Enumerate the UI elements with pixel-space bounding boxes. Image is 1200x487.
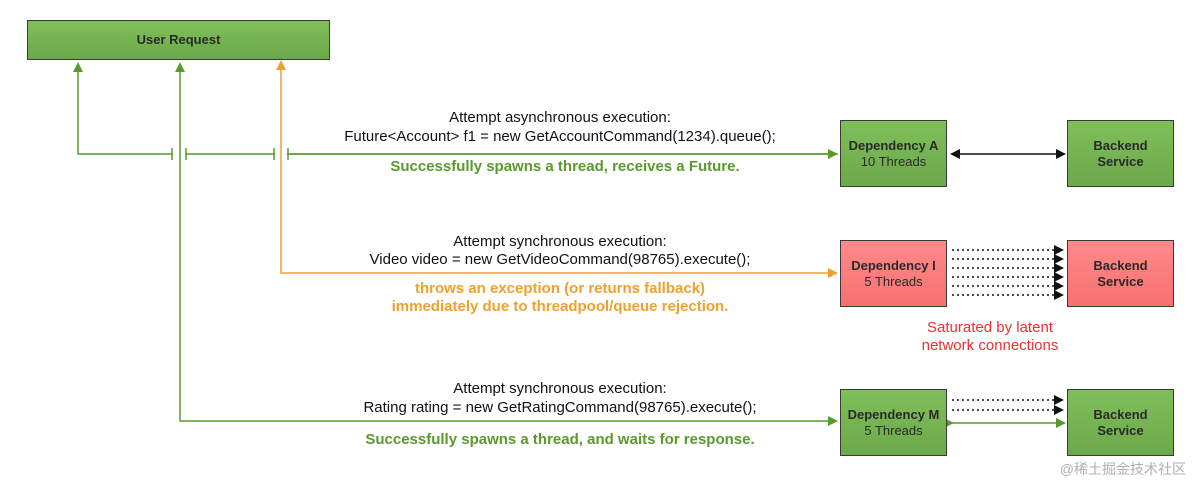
dependency-a-name: Dependency A (848, 137, 939, 153)
dependency-i-box: Dependency I 5 Threads (840, 240, 947, 307)
dependency-i-threads: 5 Threads (864, 273, 923, 289)
row-a-result: Successfully spawns a thread, receives a… (390, 158, 740, 175)
dependency-i-name: Dependency I (851, 257, 936, 273)
row-m-line1: Attempt synchronous execution: (453, 380, 667, 397)
dependency-a-threads: 10 Threads (860, 153, 927, 169)
dependency-a-box: Dependency A 10 Threads (840, 120, 947, 187)
dependency-m-name: Dependency M (847, 406, 940, 422)
row-m-line2: Rating rating = new GetRatingCommand(987… (363, 399, 757, 416)
dependency-m-threads: 5 Threads (864, 422, 923, 438)
row-a-line1: Attempt asynchronous execution: (449, 109, 671, 126)
saturated-note-1: Saturated by latent (927, 319, 1053, 336)
row-i-arrow (280, 64, 838, 278)
user-request-box: User Request (27, 20, 330, 60)
row-i-result-1: throws an exception (or returns fallback… (414, 280, 706, 297)
dependency-m-box: Dependency M 5 Threads (840, 389, 947, 456)
row-m-result: Successfully spawns a thread, and waits … (365, 431, 755, 448)
row-m-arrow (179, 64, 838, 426)
row-i-result-2: immediately due to threadpool/queue reje… (391, 298, 729, 315)
dep-m-arrows (952, 395, 1064, 415)
row-a-line2: Future<Account> f1 = new GetAccountComma… (344, 128, 776, 145)
saturated-note-2: network connections (921, 337, 1059, 354)
backend-service-a-box: Backend Service (1067, 120, 1174, 187)
watermark: @稀土掘金技术社区 (1059, 461, 1186, 477)
row-i-line1: Attempt synchronous execution: (453, 233, 667, 250)
backend-service-i-box: Backend Service (1067, 240, 1174, 307)
dep-i-saturated-arrows (952, 245, 1064, 300)
user-request-label: User Request (136, 32, 221, 47)
row-i-line2: Video video = new GetVideoCommand(98765)… (369, 251, 751, 268)
backend-service-m-box: Backend Service (1067, 389, 1174, 456)
